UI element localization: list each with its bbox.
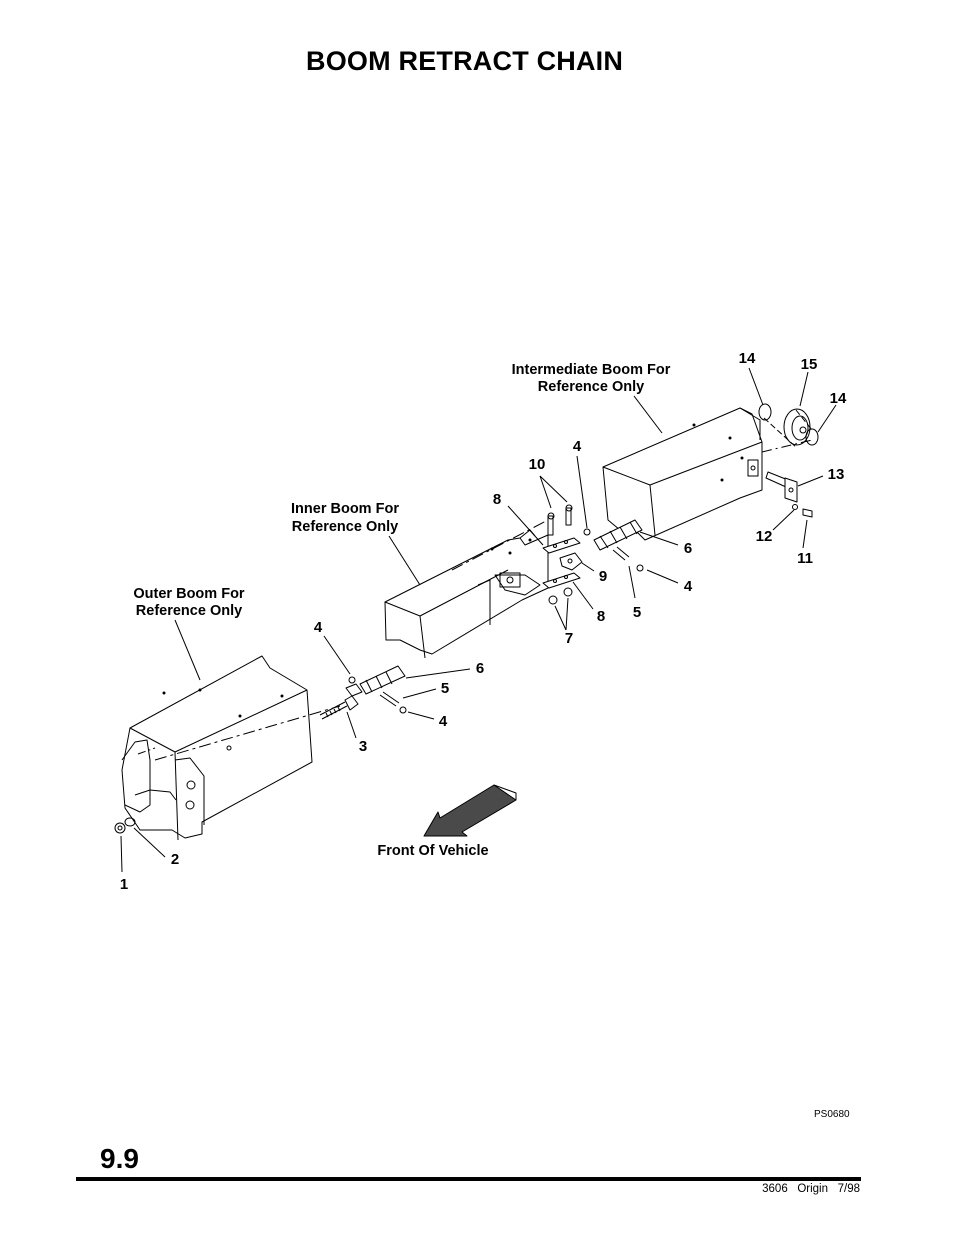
callout-12: 12 [756,528,773,545]
intermediate-boom-caption-line2: Reference Only [538,379,644,395]
callout-5: 5 [441,680,449,697]
inner-boom-caption-line1: Inner Boom For [291,501,399,517]
outer-boom-drawing [121,655,341,841]
page-footer: 3606 Origin 7/98 [762,1183,860,1195]
upper-chain-parts [542,504,644,605]
page-title: BOOM RETRACT CHAIN [306,46,624,76]
intermediate-boom-drawing [602,407,813,541]
footer-origin: Origin [797,1183,829,1195]
inner-boom-caption-line2: Reference Only [292,519,398,535]
figure-code: PS0680 [814,1109,850,1120]
callout-14: 14 [830,390,847,407]
callout-3: 3 [359,738,367,755]
footer-rule [76,1177,861,1181]
section-number: 9.9 [100,1143,139,1174]
callout-10: 10 [529,456,546,473]
footer-date: 7/98 [837,1183,860,1195]
callout-15: 15 [801,356,818,373]
callout-8: 8 [493,491,501,508]
callout-2: 2 [171,851,179,868]
front-of-vehicle-caption: Front Of Vehicle [377,843,488,859]
callout-6: 6 [684,540,692,557]
callout-7: 7 [565,630,573,647]
reference-captions: Intermediate Boom For Reference Only Inn… [133,362,670,859]
sheave-parts [758,403,819,518]
callout-4: 4 [314,619,323,636]
intermediate-boom-caption-line1: Intermediate Boom For [512,362,671,378]
callout-13: 13 [828,466,845,483]
callout-4: 4 [439,713,448,730]
callout-1: 1 [120,876,128,893]
callout-14: 14 [739,350,756,367]
outer-boom-caption-line1: Outer Boom For [133,586,245,602]
front-direction-arrow [423,784,517,837]
callout-6: 6 [476,660,484,677]
footer-model: 3606 [762,1183,788,1195]
callout-9: 9 [599,568,607,585]
lower-chain-parts [114,665,407,834]
inner-boom-drawing [384,519,549,659]
outer-boom-caption-line2: Reference Only [136,603,242,619]
callout-8: 8 [597,608,605,625]
callout-4: 4 [684,578,693,595]
callout-4: 4 [573,438,582,455]
part-callouts: 1 2 3 4 4 5 6 4 10 8 9 8 7 6 4 5 14 15 1… [120,350,847,893]
leader-lines [120,367,837,873]
callout-5: 5 [633,604,641,621]
callout-11: 11 [797,550,813,567]
